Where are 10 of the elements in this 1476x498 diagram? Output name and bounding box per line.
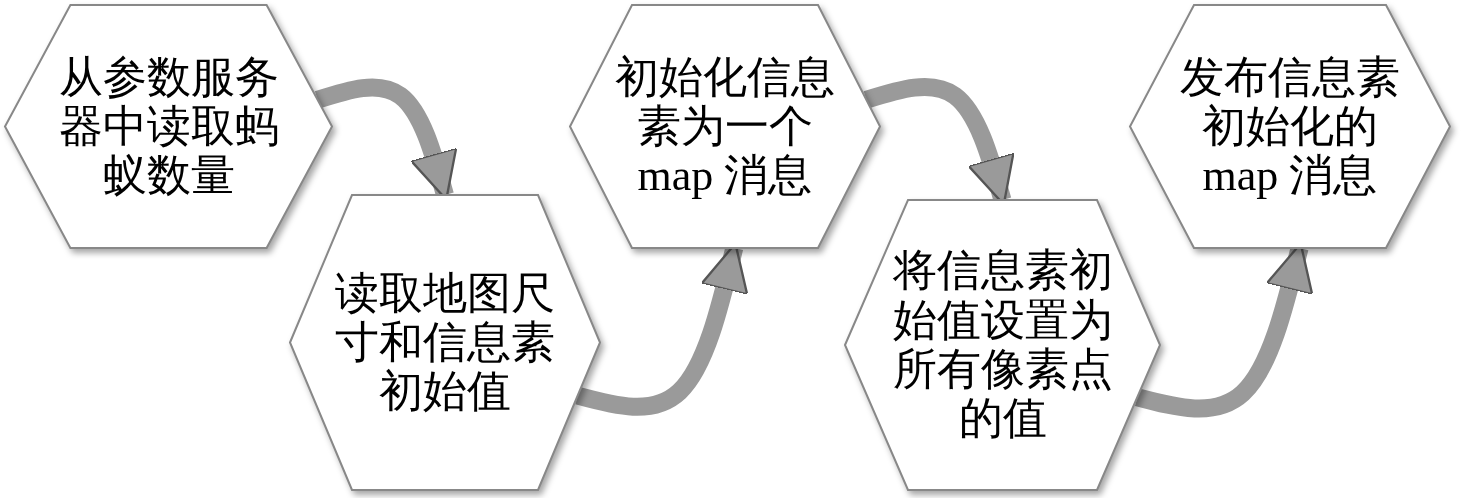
step-text: 发布信息素初始化的 map 消息 bbox=[1179, 52, 1401, 201]
step-text: 将信息素初始值设置为所有像素点的值 bbox=[891, 246, 1114, 444]
hexagon-step bbox=[5, 5, 332, 248]
step-text: 读取地图尺寸和信息素初始值 bbox=[334, 268, 556, 417]
hexagon-step bbox=[845, 200, 1160, 490]
step-text: 从参数服务器中读取蚂蚁数量 bbox=[57, 52, 280, 201]
step-text: 初始化信息素为一个 map 消息 bbox=[614, 52, 836, 201]
hexagon-step bbox=[290, 195, 600, 490]
hexagon-step bbox=[570, 5, 880, 248]
hexagon-step bbox=[1130, 5, 1450, 248]
